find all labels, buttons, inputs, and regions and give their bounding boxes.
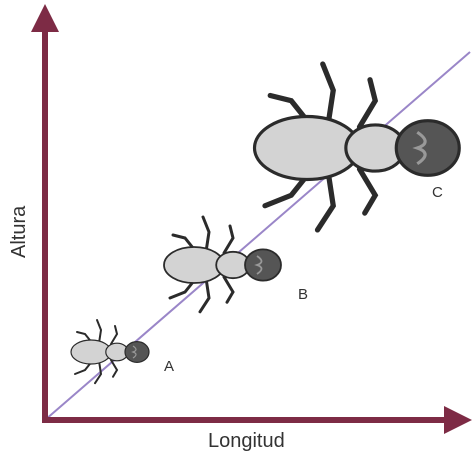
ant-a-icon <box>70 318 150 385</box>
specimen-label-c: C <box>432 184 443 201</box>
trend-line <box>44 51 471 421</box>
ant-b-icon <box>163 215 282 314</box>
x-axis-label: Longitud <box>208 430 285 452</box>
y-axis <box>31 4 59 420</box>
specimen-label-b: B <box>298 286 309 303</box>
ant-c-icon <box>252 61 461 233</box>
specimen-label-a: A <box>164 358 175 375</box>
y-axis-label: Altura <box>8 205 30 258</box>
x-axis <box>42 406 472 434</box>
